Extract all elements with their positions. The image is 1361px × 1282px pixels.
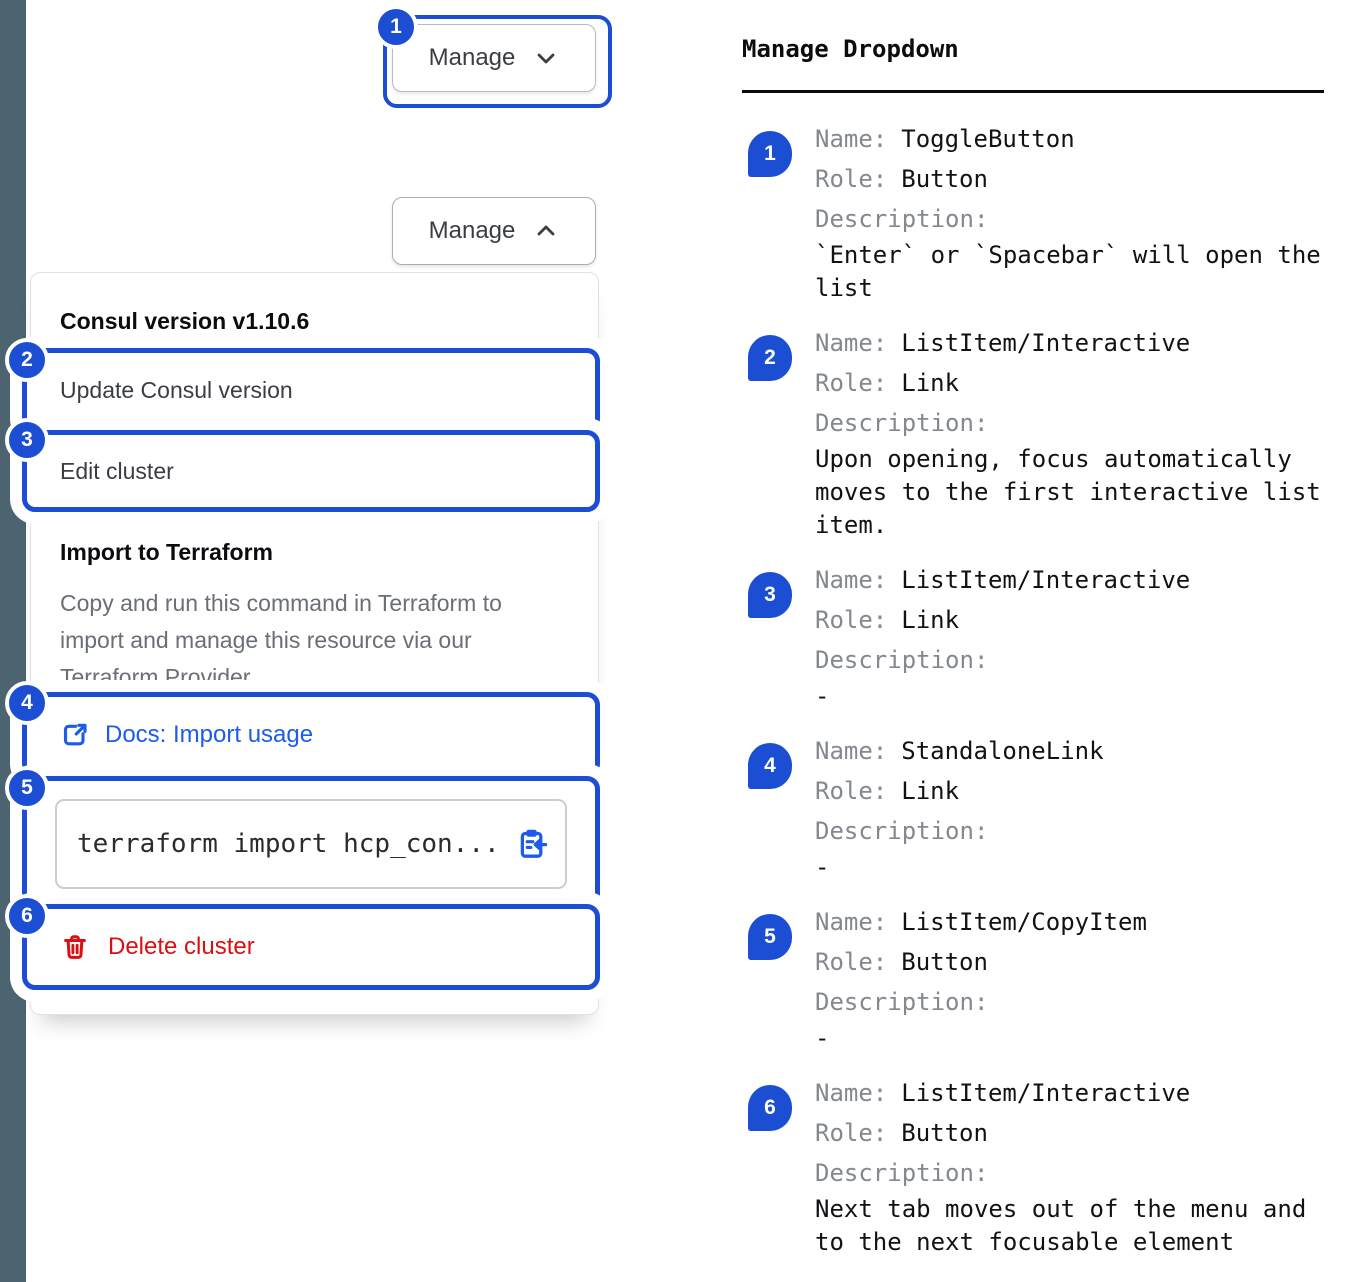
legend-description-text: - (815, 682, 830, 710)
import-terraform-description: Copy and run this command in Terraform t… (60, 590, 502, 690)
annotation-badge-2: 2 (5, 338, 49, 382)
trash-icon (64, 935, 86, 959)
legend-role-line: Role:Link (815, 369, 960, 397)
chevron-down-icon (537, 53, 555, 64)
legend-description-label: Description: (815, 409, 989, 437)
legend-description-label: Description: (815, 817, 989, 845)
annotation-box-delete-cluster: Delete cluster (22, 904, 600, 990)
docs-link-label: Docs: Import usage (105, 720, 314, 748)
annotation-badge-1: 1 (374, 5, 418, 49)
legend-name-line: Name:ListItem/Interactive (815, 329, 1191, 357)
legend-name-line: Name:ListItem/CopyItem (815, 908, 1147, 936)
external-link-icon (63, 723, 87, 745)
annotation-badge-6: 6 (5, 894, 49, 938)
annotation-box-edit-cluster: Edit cluster (22, 430, 600, 512)
legend-badge-6: 6 (748, 1085, 792, 1131)
docs-import-usage-link[interactable]: Docs: Import usage (27, 720, 313, 750)
delete-cluster-label: Delete cluster (108, 933, 255, 960)
legend-description-text: Upon opening, focus automatically moves … (815, 445, 1321, 539)
chevron-up-icon (537, 225, 555, 236)
annotation-ring-toggle (383, 15, 612, 108)
legend-role-line: Role:Button (815, 948, 988, 976)
consul-version-label: Consul version v1.10.6 (60, 308, 310, 334)
legend-description-text: `Enter` or `Spacebar` will open the list (815, 241, 1321, 302)
legend-badge-5: 5 (748, 914, 792, 960)
annotation-box-docs-link: Docs: Import usage (22, 692, 600, 777)
legend-item-3: 3 Name:ListItem/Interactive Role:Link De… (742, 560, 1334, 713)
legend-name-line: Name:ToggleButton (815, 125, 1075, 153)
annotation-badge-3: 3 (5, 418, 49, 462)
legend-description-text: - (815, 853, 830, 881)
clipboard-copy-icon[interactable] (515, 827, 549, 861)
legend-item-5: 5 Name:ListItem/CopyItem Role:Button Des… (742, 902, 1334, 1055)
legend-badge-1: 1 (748, 131, 792, 177)
legend-name-line: Name:ListItem/Interactive (815, 566, 1191, 594)
annotation-badge-5: 5 (5, 766, 49, 810)
legend-list: 1 Name:ToggleButton Role:Button Descript… (742, 119, 1334, 1259)
annotation-badge-4: 4 (5, 681, 49, 725)
menu-item-update-consul-version[interactable]: Update Consul version (60, 376, 293, 403)
legend-badge-4: 4 (748, 743, 792, 789)
legend-role-line: Role:Button (815, 165, 988, 193)
legend-role-line: Role:Button (815, 1119, 988, 1147)
legend-name-line: Name:StandaloneLink (815, 737, 1104, 765)
legend-description-text: Next tab moves out of the menu and to th… (815, 1195, 1307, 1256)
annotation-box-update-version: Update Consul version (22, 348, 600, 432)
legend-badge-3: 3 (748, 572, 792, 618)
import-terraform-title: Import to Terraform (60, 539, 273, 565)
legend-panel: Manage Dropdown 1 Name:ToggleButton Role… (742, 34, 1334, 1277)
menu-item-delete-cluster[interactable]: Delete cluster (27, 932, 255, 962)
manage-toggle-label: Manage (428, 44, 516, 71)
legend-title: Manage Dropdown (742, 35, 959, 63)
manage-toggle-button-open[interactable]: Manage (392, 197, 596, 265)
legend-divider (742, 90, 1324, 93)
legend-name-line: Name:ListItem/Interactive (815, 1079, 1191, 1107)
legend-role-line: Role:Link (815, 606, 960, 634)
app-sidebar-sliver (0, 0, 26, 1282)
annotation-box-copy-command: terraform import hcp_con... (22, 776, 600, 912)
menu-item-edit-cluster[interactable]: Edit cluster (60, 457, 174, 484)
legend-description-text: - (815, 1024, 830, 1052)
legend-description-label: Description: (815, 1159, 989, 1187)
legend-role-line: Role:Link (815, 777, 960, 805)
manage-toggle-button-closed[interactable]: Manage (392, 24, 596, 92)
legend-badge-2: 2 (748, 335, 792, 381)
manage-toggle-label-open: Manage (428, 217, 516, 244)
legend-item-6: 6 Name:ListItem/Interactive Role:Button … (742, 1073, 1334, 1259)
legend-description-label: Description: (815, 646, 989, 674)
terraform-command-field[interactable]: terraform import hcp_con... (55, 799, 567, 889)
legend-item-1: 1 Name:ToggleButton Role:Button Descript… (742, 119, 1334, 305)
legend-description-label: Description: (815, 205, 989, 233)
legend-description-label: Description: (815, 988, 989, 1016)
terraform-command-text: terraform import hcp_con... (77, 829, 500, 859)
legend-item-4: 4 Name:StandaloneLink Role:Link Descript… (742, 731, 1334, 884)
legend-item-2: 2 Name:ListItem/Interactive Role:Link De… (742, 323, 1334, 542)
